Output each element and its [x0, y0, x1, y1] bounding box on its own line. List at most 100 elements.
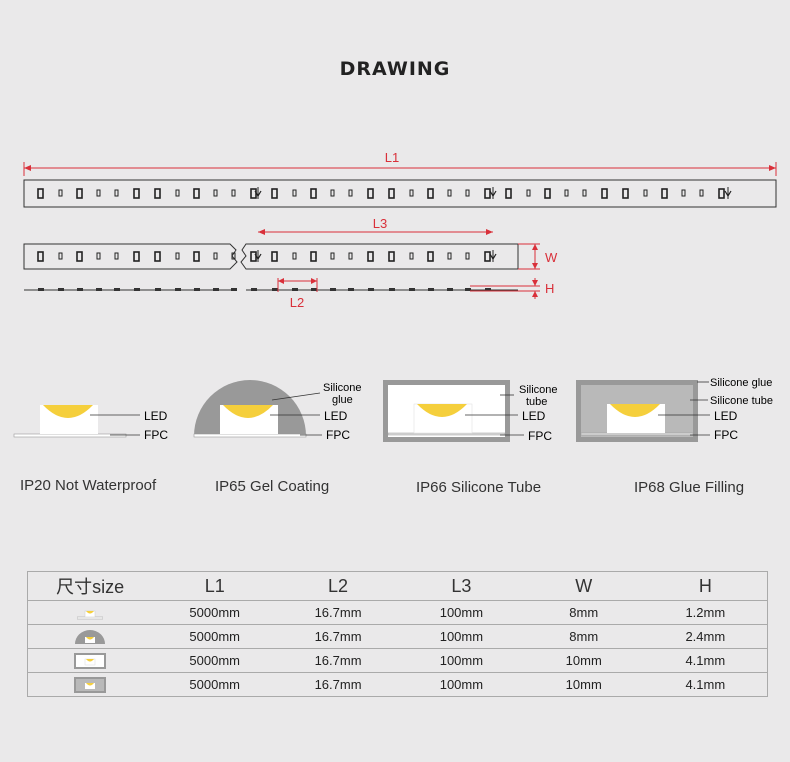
- led-chip: [133, 251, 140, 262]
- ip20-caption: IP20 Not Waterproof: [20, 477, 157, 494]
- led-chip: [388, 251, 395, 262]
- led-chip: [544, 188, 551, 199]
- header-w: W: [575, 575, 593, 596]
- ip68-section: Silicone glue Silicone tube LED FPC: [576, 377, 773, 442]
- side-chip: [155, 288, 161, 291]
- resistor-chip: [681, 189, 686, 197]
- table-row: 5000mm 16.7mm 100mm 8mm 2.4mm: [27, 624, 768, 649]
- ip65-silicone-label-1: Silicone: [323, 382, 362, 394]
- side-chip: [272, 288, 278, 291]
- ip68-profile-icon: [74, 676, 107, 693]
- side-chip: [409, 288, 415, 291]
- resistor-chip: [213, 189, 218, 197]
- led-light-icon: [223, 405, 273, 418]
- cut-arrow: [254, 253, 262, 261]
- led-chip: [505, 188, 512, 199]
- w-dimension: W: [518, 243, 558, 270]
- led-chip: [271, 251, 278, 262]
- side-profile-chips: [38, 288, 491, 291]
- resistor-chip: [699, 189, 704, 197]
- l1-dimension: L1: [23, 150, 777, 176]
- cell-h: 2.4mm: [643, 624, 768, 649]
- ip68-glue-label: Silicone glue: [710, 377, 772, 389]
- resistor-chip: [231, 189, 236, 197]
- resistor-chip: [526, 189, 531, 197]
- resistor-chip: [231, 252, 236, 260]
- ip68-fpc-label: FPC: [714, 428, 738, 442]
- table-row: 5000mm 16.7mm 100mm 10mm 4.1mm: [27, 648, 768, 673]
- led-chip: [367, 188, 374, 199]
- size-table: 尺寸size L1 L2 L3 W H 5000mm 16.7mm 100mm …: [27, 571, 768, 697]
- led-chip: [154, 188, 161, 199]
- led-chip: [367, 251, 374, 262]
- cell-l2: 16.7mm: [277, 672, 399, 697]
- side-chip: [134, 288, 140, 291]
- l3-label: L3: [373, 216, 387, 231]
- cell-l2: 16.7mm: [277, 648, 399, 673]
- resistor-chip: [409, 189, 414, 197]
- full-strip: [23, 179, 777, 208]
- resistor-chip: [465, 189, 470, 197]
- resistor-chip: [114, 252, 119, 260]
- led-chip: [76, 188, 83, 199]
- resistor-chip: [330, 252, 335, 260]
- led-chip: [37, 188, 44, 199]
- l1-label: L1: [385, 150, 399, 165]
- led-chip: [718, 188, 725, 199]
- led-light-icon: [417, 404, 467, 417]
- row-icon-cell: [27, 672, 153, 697]
- ip66-fpc-label: FPC: [528, 429, 552, 443]
- led-chip: [193, 188, 200, 199]
- ip20-section: LED FPC: [13, 405, 168, 442]
- table-row: 5000mm 16.7mm 100mm 10mm 4.1mm: [27, 672, 768, 697]
- ip65-section: Silicone glue LED FPC: [193, 380, 362, 442]
- led-chip: [250, 188, 257, 199]
- ip66-caption: IP66 Silicone Tube: [416, 479, 542, 496]
- resistor-chip: [564, 189, 569, 197]
- side-chip: [485, 288, 491, 291]
- side-chip: [114, 288, 120, 291]
- led-light-icon: [610, 404, 660, 417]
- resistor-chip: [175, 252, 180, 260]
- cell-l1: 5000mm: [152, 648, 278, 673]
- side-chip: [77, 288, 83, 291]
- cut-arrow: [254, 190, 262, 198]
- led-chip: [310, 188, 317, 199]
- cell-l2: 16.7mm: [277, 600, 399, 625]
- short-strip-right: [240, 243, 519, 270]
- side-chip: [368, 288, 374, 291]
- ip20-led-label: LED: [144, 409, 168, 423]
- led-light-icon: [43, 405, 93, 418]
- side-chip: [465, 288, 471, 291]
- side-chip: [348, 288, 354, 291]
- ip65-led-label: LED: [324, 409, 348, 423]
- table-row: 5000mm 16.7mm 100mm 8mm 1.2mm: [27, 600, 768, 625]
- cell-h: 4.1mm: [643, 648, 768, 673]
- ip65-silicone-label-2: glue: [332, 394, 353, 406]
- cut-arrow: [489, 253, 497, 261]
- h-dimension: H: [470, 278, 554, 299]
- led-chip: [601, 188, 608, 199]
- header-size: 尺寸size: [56, 577, 125, 597]
- resistor-chip: [447, 189, 452, 197]
- header-h: H: [698, 575, 712, 596]
- cell-l2: 16.7mm: [277, 624, 399, 649]
- led-chip: [427, 188, 434, 199]
- resistor-chip: [96, 189, 101, 197]
- l3-dimension: L3: [258, 216, 493, 235]
- led-chip: [271, 188, 278, 199]
- w-label: W: [545, 250, 558, 265]
- ip65-profile-icon: [75, 629, 106, 644]
- side-chip: [311, 288, 317, 291]
- led-chip: [484, 251, 491, 262]
- led-chip: [154, 251, 161, 262]
- side-chip: [292, 288, 298, 291]
- resistor-chip: [643, 189, 648, 197]
- cell-h: 4.1mm: [643, 672, 768, 697]
- resistor-chip: [409, 252, 414, 260]
- row-icon-cell: [27, 648, 153, 673]
- ip20-profile-icon: [77, 610, 104, 619]
- ip65-caption: IP65 Gel Coating: [215, 478, 330, 495]
- cell-w: 10mm: [523, 648, 644, 673]
- ip66-silicone-label-2: tube: [526, 396, 547, 408]
